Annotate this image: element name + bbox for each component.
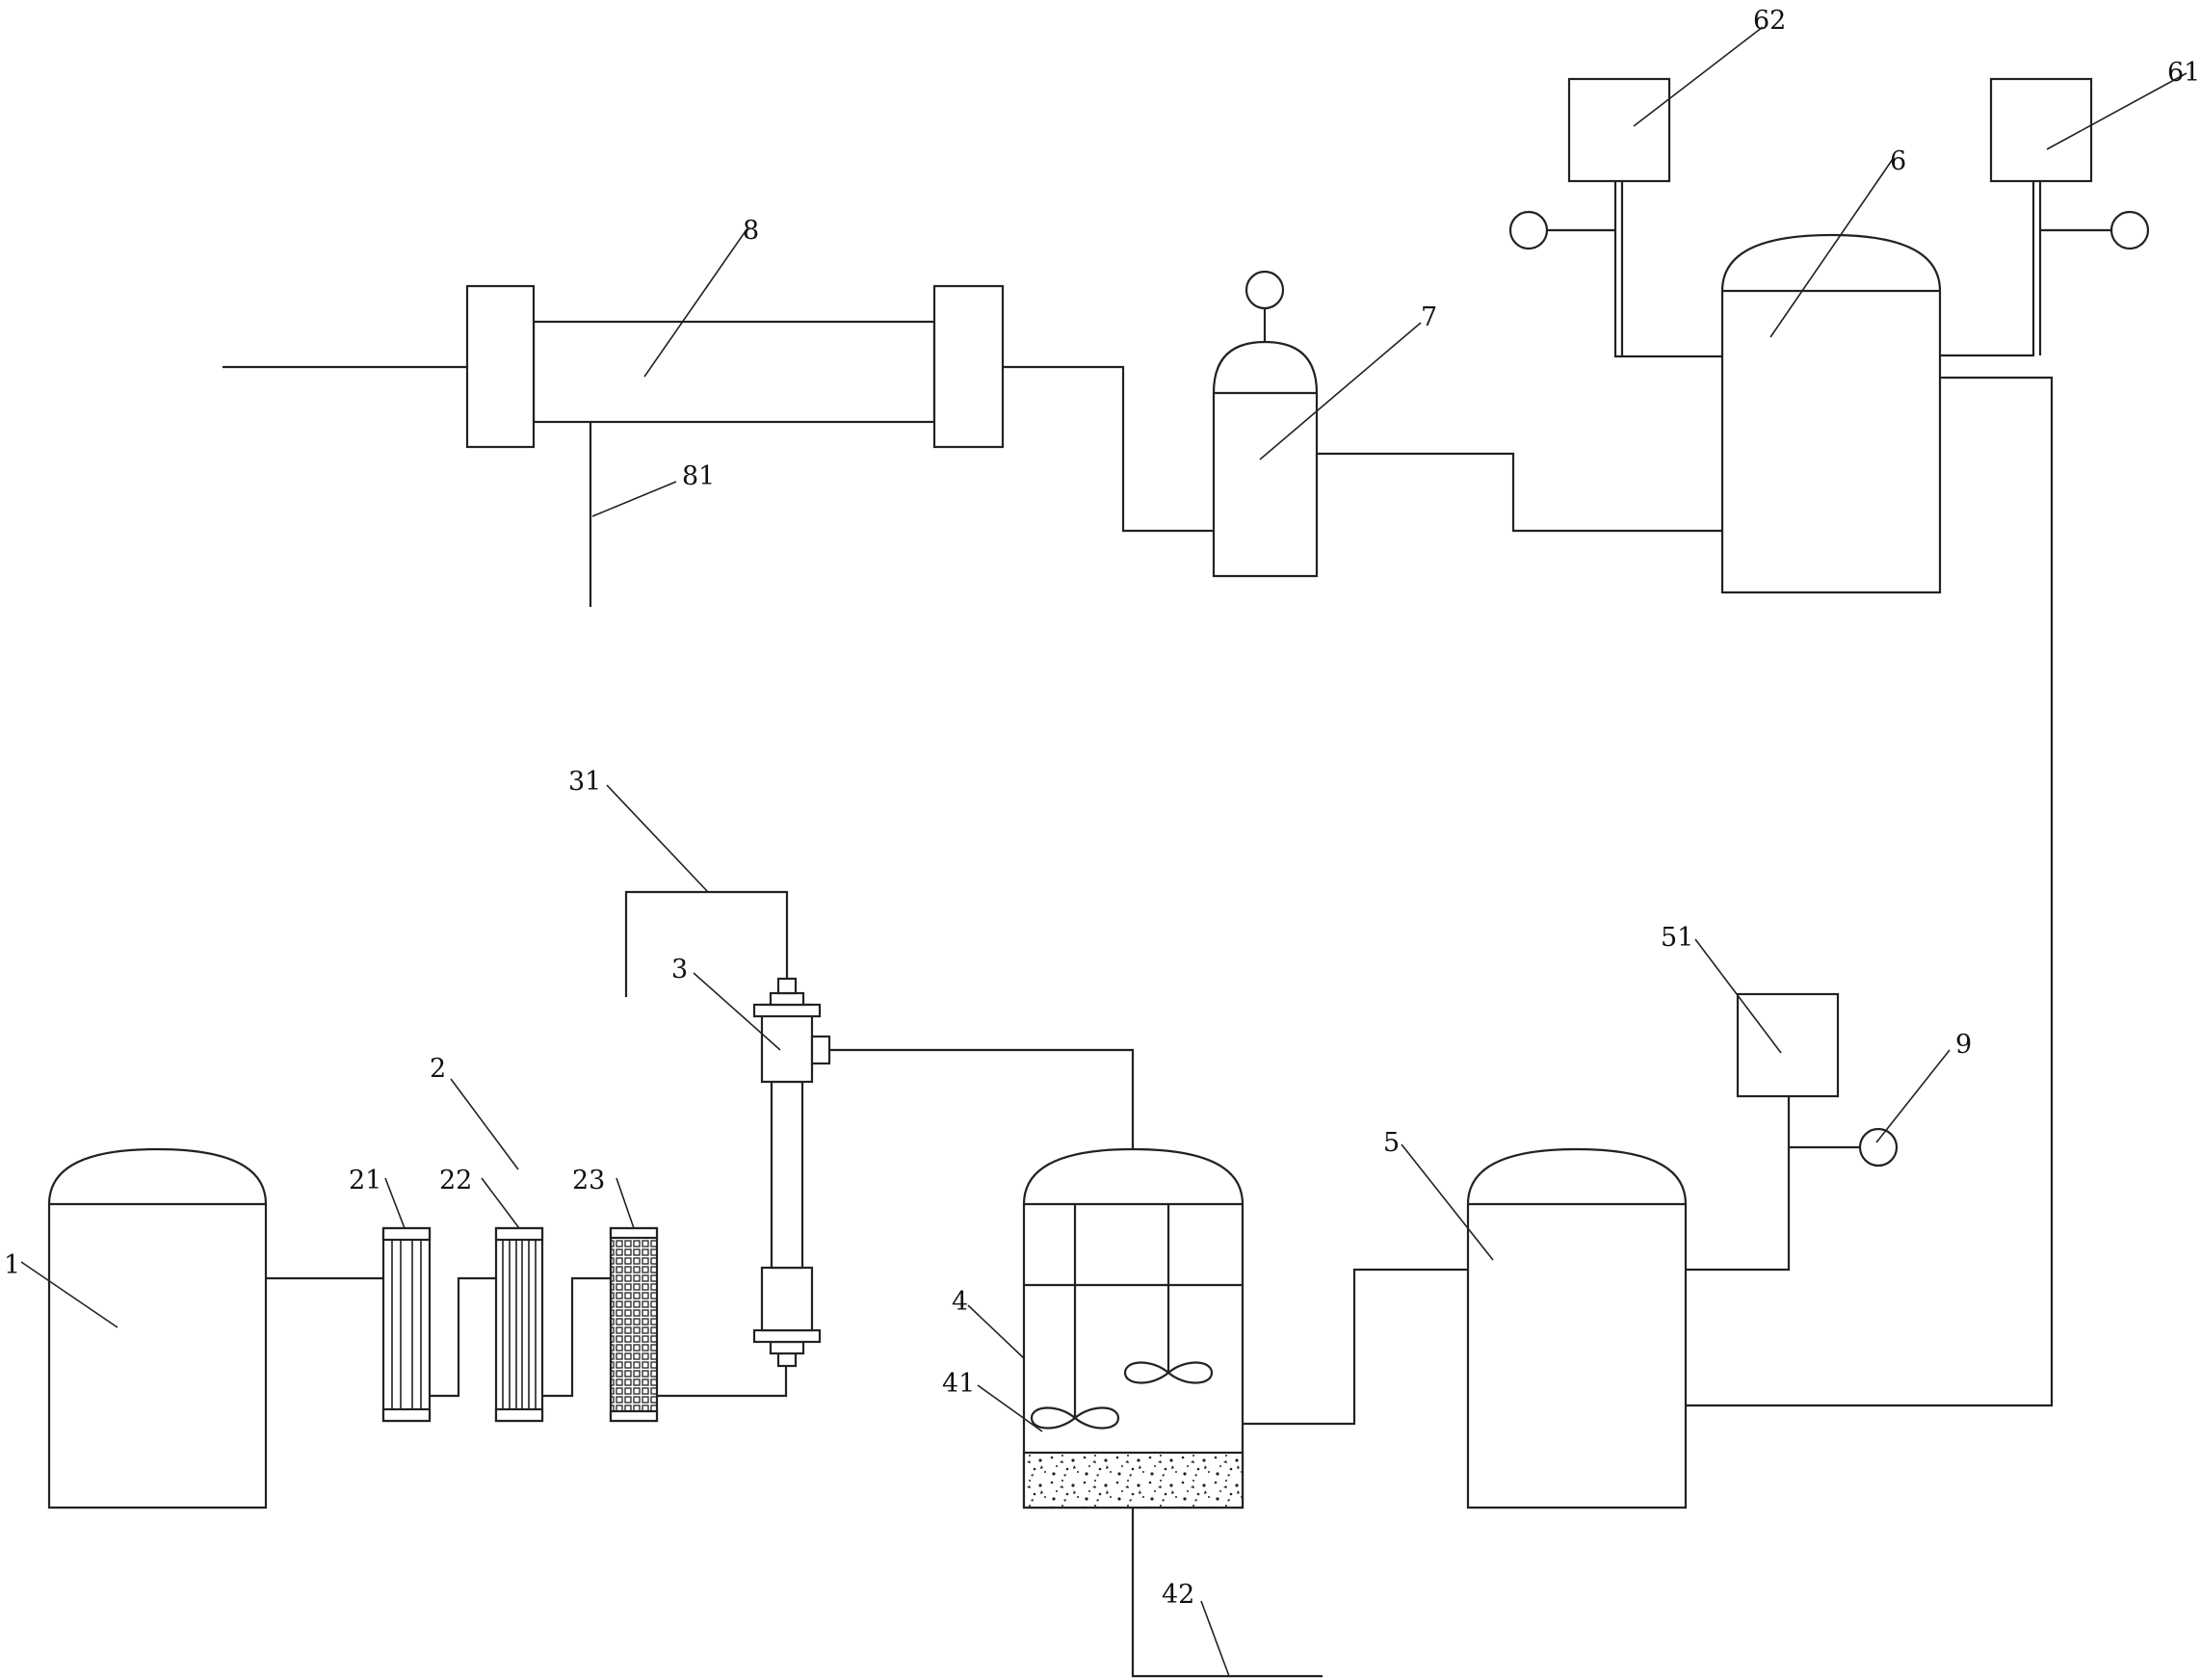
label-1: 1 [4, 1250, 20, 1280]
label-3: 3 [671, 955, 688, 984]
pipe-tank6-to-vessel7 [1317, 452, 1722, 533]
filter-21 [381, 1226, 432, 1423]
label-22: 22 [439, 1166, 472, 1195]
label-5: 5 [1383, 1128, 1400, 1158]
dosing-box-62 [1567, 77, 1671, 183]
label-61: 61 [2167, 58, 2200, 88]
label-21: 21 [349, 1166, 381, 1195]
dosing-box-61 [1989, 77, 2093, 183]
pipe-filter23-to-column3 [657, 1366, 788, 1398]
pipe-column3-to-tank4 [829, 1048, 1135, 1149]
vessel-7 [1212, 270, 1319, 578]
pipe-vessel7-to-unit8 [1003, 365, 1214, 533]
pipe-box61-to-tank6 [1940, 181, 2035, 357]
part-labels: 1 2 21 22 23 3 31 4 41 42 5 51 6 61 62 7… [4, 6, 2200, 1610]
storage-tank-1 [47, 1147, 268, 1509]
label-6: 6 [1890, 146, 1906, 176]
horizontal-unit-8 [465, 284, 1005, 449]
label-31: 31 [568, 767, 601, 797]
label-4: 4 [952, 1287, 968, 1317]
label-7: 7 [1421, 302, 1437, 332]
label-42: 42 [1162, 1580, 1194, 1610]
label-62: 62 [1753, 6, 1786, 36]
leader-lines [20, 26, 2188, 1677]
pipe-tank5-to-tank6 [1686, 376, 2054, 1407]
gauge-vessel7 [1245, 270, 1285, 310]
pump-9 [1858, 1127, 1899, 1168]
pipe-42 [1131, 1508, 1323, 1678]
impeller-lower [1030, 1406, 1120, 1430]
label-41: 41 [942, 1369, 975, 1399]
impeller-upper [1123, 1361, 1214, 1384]
pipe-box62-to-tank6 [1613, 181, 1722, 358]
filter-23 [609, 1226, 659, 1423]
label-23: 23 [572, 1166, 605, 1195]
pipe-filter22-to-filter23 [542, 1276, 611, 1398]
pipe-tank5-to-box51 [1686, 1096, 1791, 1272]
pipe-filter21-to-filter22 [430, 1276, 496, 1398]
sediment-layer [1022, 1451, 1245, 1509]
label-2: 2 [430, 1054, 446, 1084]
label-81: 81 [682, 461, 715, 491]
dosing-box-51 [1736, 992, 1840, 1098]
gauge-right [2109, 210, 2150, 250]
label-51: 51 [1661, 923, 1693, 953]
pipe-31 [624, 890, 789, 997]
stirred-tank-4 [1022, 1147, 1245, 1509]
label-9: 9 [1955, 1030, 1972, 1060]
tank-5 [1466, 1147, 1688, 1509]
filter-22 [494, 1226, 544, 1423]
gauge-left [1508, 210, 1549, 250]
column-3 [752, 977, 831, 1368]
label-8: 8 [743, 216, 759, 246]
tank-6 [1720, 233, 1942, 594]
pipe-tank4-to-tank5 [1243, 1268, 1468, 1426]
